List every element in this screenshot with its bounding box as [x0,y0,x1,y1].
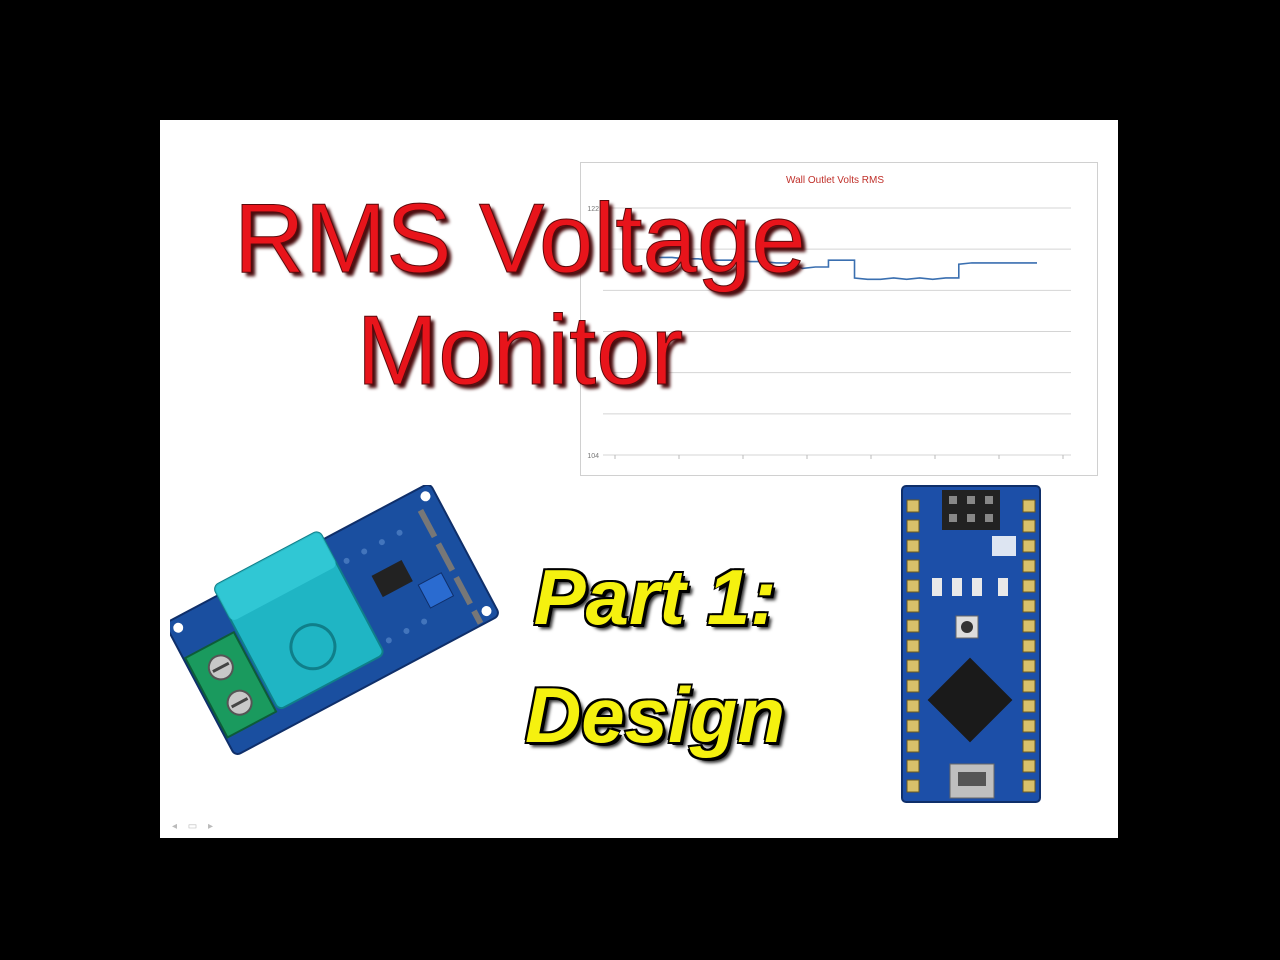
arduino-nano-image [901,485,1041,803]
header-pin [1022,719,1036,733]
header-pin [906,599,920,613]
voltage-sensor-module-image [170,485,499,755]
title-line-1: RMS Voltage [234,183,807,294]
header-pin [1022,679,1036,693]
header-pin [906,499,920,513]
header-pin [906,579,920,593]
slide-nav-icons: ◂ ▭ ▸ [172,821,218,832]
header-pin [906,779,920,793]
part-subtitle: Part 1: Design [490,538,820,774]
header-pin [906,679,920,693]
header-pin [906,739,920,753]
header-pin [1022,619,1036,633]
header-pin [906,759,920,773]
header-pin [1022,519,1036,533]
header-pin [906,659,920,673]
page-title: RMS Voltage Monitor [160,182,880,406]
arduino-pcb [901,485,1041,803]
header-pin [906,559,920,573]
slide: Wall Outlet Volts RMS 104 122 RMS Voltage… [160,120,1118,838]
subtitle-line-1: Part 1: [533,553,777,641]
trim-potentiometer [417,572,455,609]
header-pin [906,719,920,733]
chart-title: Wall Outlet Volts RMS [786,175,884,186]
title-line-2: Monitor [356,295,684,406]
screw-terminal [183,630,278,739]
y-tick-label: 104 [587,453,599,460]
header-pin [1022,759,1036,773]
header-pin [1022,659,1036,673]
header-pin [1022,599,1036,613]
microcontroller-chip [927,657,1013,743]
chart-svg: Wall Outlet Volts RMS 104 122 [587,175,1071,460]
op-amp-chip [371,559,413,598]
header-pin [1022,539,1036,553]
header-pin [1022,739,1036,753]
header-pin [1022,559,1036,573]
header-pin [906,699,920,713]
header-pin [1022,499,1036,513]
transformer-logo [289,623,337,671]
header-pin [1022,579,1036,593]
y-tick-label: 122 [587,206,599,213]
series-line [659,256,1037,281]
voltage-chart: Wall Outlet Volts RMS 104 122 [580,162,1098,476]
header-pin [906,539,920,553]
subtitle-line-2: Design [524,671,786,759]
header-pin [906,639,920,653]
header-pin [1022,699,1036,713]
header-pin [906,519,920,533]
header-pin [1022,779,1036,793]
header-pin [1022,639,1036,653]
header-pin [906,619,920,633]
board-logo [992,536,1016,556]
